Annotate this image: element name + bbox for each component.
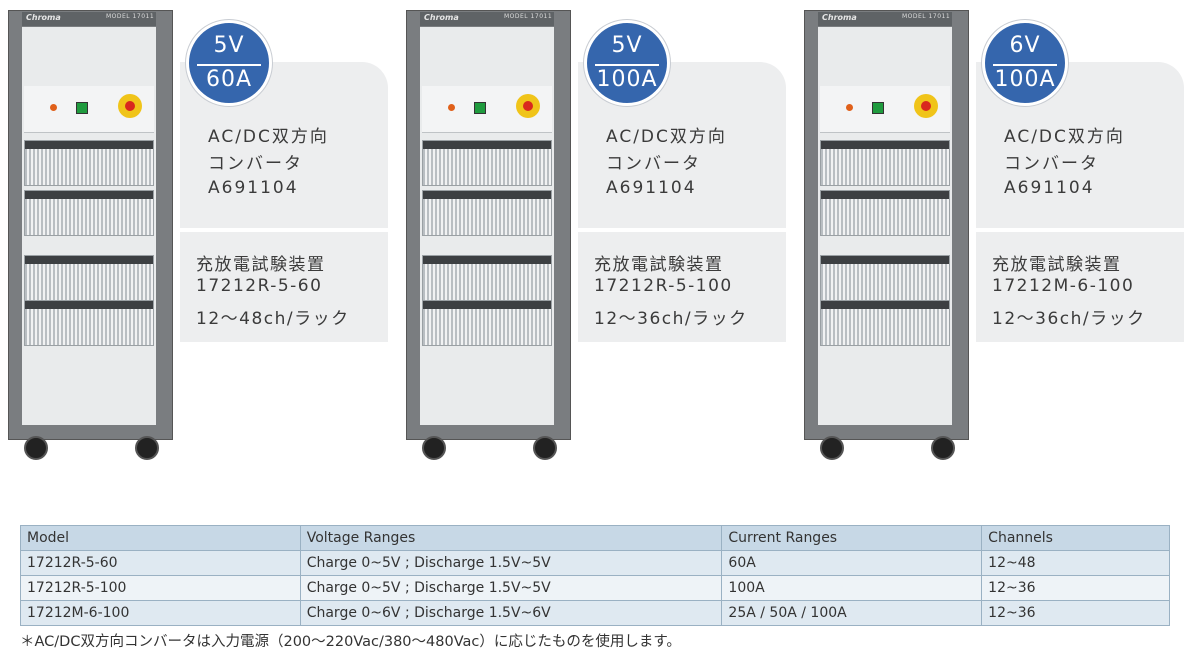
rack-brand-logo: Chroma — [424, 13, 459, 22]
cell-voltage: Charge 0~5V ; Discharge 1.5V~5V — [299, 575, 723, 601]
caster-wheel-icon — [422, 436, 446, 460]
product-card-3: Chroma MODEL 17011 AC/DC双方向 コンバータ A69110… — [796, 0, 1185, 470]
start-switch-icon — [872, 102, 884, 114]
converter-model: A691104 — [208, 178, 299, 198]
converter-label-2: コンバータ — [208, 154, 303, 174]
tester-channels: 12～36ch/ラック — [594, 309, 748, 329]
converter-label-2: コンバータ — [606, 154, 701, 174]
badge-voltage: 6V — [1009, 33, 1041, 58]
cell-voltage: Charge 0~6V ; Discharge 1.5V~6V — [299, 600, 723, 626]
badge-voltage: 5V — [213, 33, 245, 58]
rating-badge: 5V 60A — [186, 20, 272, 106]
start-switch-icon — [474, 102, 486, 114]
tester-box: 充放電試験装置 17212R-5-60 12～48ch/ラック — [180, 232, 388, 342]
tester-name: 充放電試験装置 — [992, 255, 1122, 275]
rack-model-plate: MODEL 17011 — [902, 13, 951, 20]
rack-brand-logo: Chroma — [822, 13, 857, 22]
badge-voltage: 5V — [611, 33, 643, 58]
cell-channels: 12~36 — [981, 600, 1170, 626]
header-current: Current Ranges — [721, 525, 983, 551]
cell-model: 17212R-5-60 — [20, 550, 301, 576]
converter-label: AC/DC双方向 — [208, 127, 329, 147]
emergency-stop-icon — [516, 94, 540, 118]
spec-table: Model Voltage Ranges Current Ranges Chan… — [20, 525, 1170, 626]
power-indicator-icon — [448, 104, 455, 111]
emergency-stop-icon — [914, 94, 938, 118]
caster-wheel-icon — [135, 436, 159, 460]
cell-current: 25A / 50A / 100A — [721, 600, 983, 626]
rack-model-plate: MODEL 17011 — [504, 13, 553, 20]
power-indicator-icon — [846, 104, 853, 111]
converter-label: AC/DC双方向 — [1004, 127, 1125, 147]
rating-badge: 5V 100A — [584, 20, 670, 106]
cell-model: 17212M-6-100 — [20, 600, 301, 626]
badge-current: 60A — [205, 67, 253, 92]
product-card-2: Chroma MODEL 17011 AC/DC双方向 コンバータ A69110… — [398, 0, 788, 470]
cell-channels: 12~48 — [981, 550, 1170, 576]
tester-model: 17212M-6-100 — [992, 276, 1135, 296]
product-card-1: Chroma MODEL 17011 AC/DC双方向 コンバータ A69110… — [0, 0, 390, 470]
caster-wheel-icon — [24, 436, 48, 460]
tester-box: 充放電試験装置 17212R-5-100 12～36ch/ラック — [578, 232, 786, 342]
table-header-row: Model Voltage Ranges Current Ranges Chan… — [20, 525, 1170, 551]
tester-channels: 12～48ch/ラック — [196, 309, 350, 329]
cell-model: 17212R-5-100 — [20, 575, 301, 601]
rating-badge: 6V 100A — [982, 20, 1068, 106]
rack-image: Chroma MODEL 17011 — [804, 10, 969, 460]
badge-current: 100A — [596, 67, 658, 92]
rack-image: Chroma MODEL 17011 — [8, 10, 173, 460]
start-switch-icon — [76, 102, 88, 114]
cell-current: 100A — [721, 575, 983, 601]
tester-model: 17212R-5-100 — [594, 276, 733, 296]
rack-image: Chroma MODEL 17011 — [406, 10, 571, 460]
converter-label: AC/DC双方向 — [606, 127, 727, 147]
converter-label-2: コンバータ — [1004, 154, 1099, 174]
rack-model-plate: MODEL 17011 — [106, 13, 155, 20]
header-channels: Channels — [981, 525, 1170, 551]
header-voltage: Voltage Ranges — [299, 525, 723, 551]
tester-name: 充放電試験装置 — [196, 255, 326, 275]
cell-current: 60A — [721, 550, 983, 576]
emergency-stop-icon — [118, 94, 142, 118]
tester-box: 充放電試験装置 17212M-6-100 12～36ch/ラック — [976, 232, 1184, 342]
footnote: ＊AC/DC双方向コンバータは入力電源（200～220Vac/380～480Va… — [20, 634, 681, 650]
caster-wheel-icon — [931, 436, 955, 460]
rack-brand-logo: Chroma — [26, 13, 61, 22]
cell-voltage: Charge 0~5V ; Discharge 1.5V~5V — [299, 550, 723, 576]
cell-channels: 12~36 — [981, 575, 1170, 601]
caster-wheel-icon — [820, 436, 844, 460]
converter-model: A691104 — [606, 178, 697, 198]
power-indicator-icon — [50, 104, 57, 111]
header-model: Model — [20, 525, 301, 551]
tester-name: 充放電試験装置 — [594, 255, 724, 275]
tester-channels: 12～36ch/ラック — [992, 309, 1146, 329]
badge-current: 100A — [994, 67, 1056, 92]
converter-box: AC/DC双方向 コンバータ A691104 — [578, 62, 786, 228]
table-row: 17212M-6-100 Charge 0~6V ; Discharge 1.5… — [20, 600, 1170, 626]
table-row: 17212R-5-100 Charge 0~5V ; Discharge 1.5… — [20, 575, 1170, 601]
converter-model: A691104 — [1004, 178, 1095, 198]
tester-model: 17212R-5-60 — [196, 276, 323, 296]
table-row: 17212R-5-60 Charge 0~5V ; Discharge 1.5V… — [20, 550, 1170, 576]
caster-wheel-icon — [533, 436, 557, 460]
